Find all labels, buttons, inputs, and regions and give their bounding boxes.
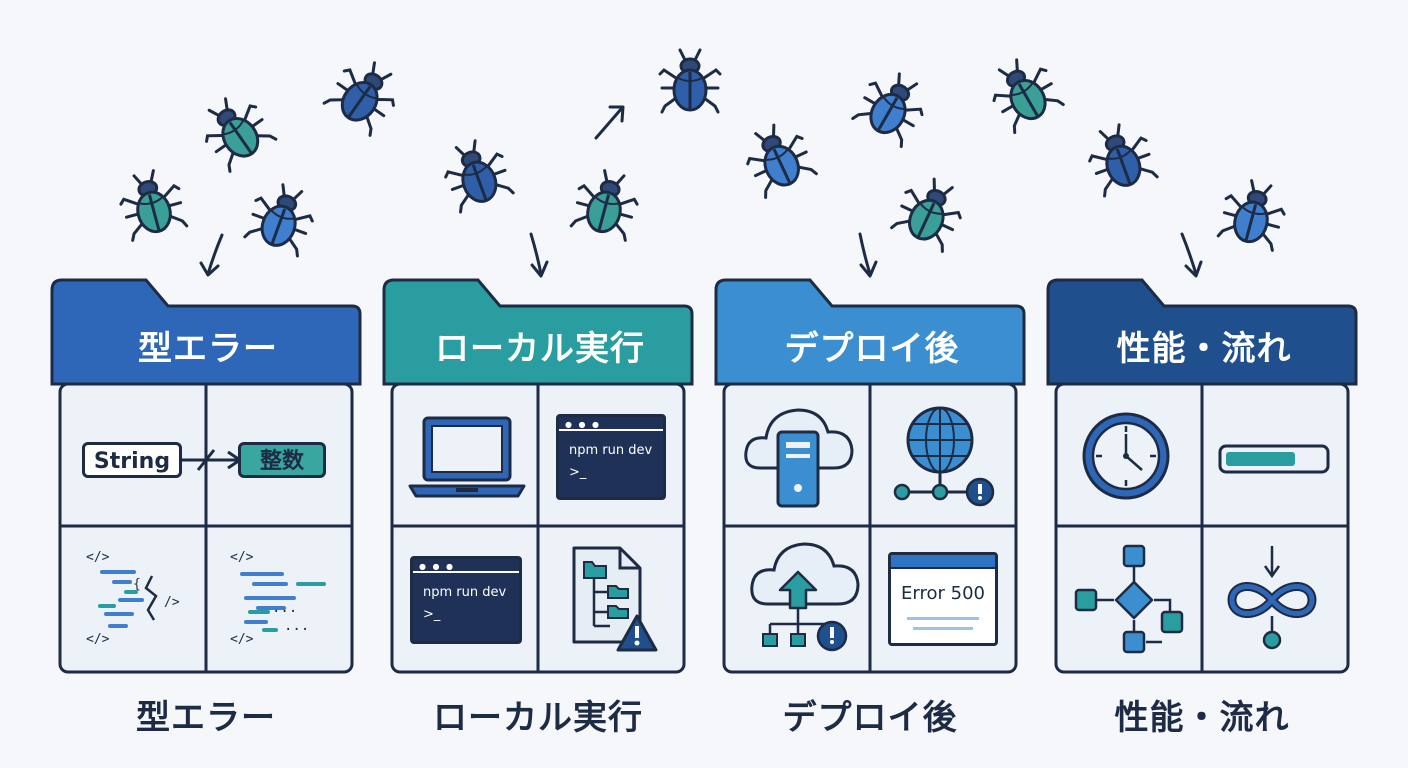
arrow-icon — [858, 232, 878, 278]
bug-icon — [191, 85, 279, 175]
globe-network-error-icon — [893, 406, 995, 507]
bug-icon — [1079, 116, 1161, 199]
arrow-icon — [199, 233, 224, 277]
arrow-icon — [594, 105, 625, 140]
caption-performance-flow: 性能・流れ — [1114, 698, 1290, 738]
folder-title-performance-flow: 性能・流れ — [1116, 329, 1292, 369]
code-tag: </> — [86, 550, 110, 565]
bug-icon — [980, 48, 1067, 136]
type-chip-integer: 整数 — [238, 442, 326, 478]
folder-title-local-run: ローカル実行 — [435, 329, 645, 369]
progress-bar-icon — [1218, 444, 1330, 474]
svg-text:/>: /> — [164, 595, 180, 610]
terminal-command: npm run dev — [569, 443, 653, 458]
caption-after-deploy: デプロイ後 — [782, 698, 958, 738]
file-tree-warning-icon — [572, 546, 658, 652]
bug-icon — [435, 132, 517, 215]
bug-icon — [658, 48, 722, 114]
folder-title-type-error: 型エラー — [138, 329, 278, 369]
bug-icon — [849, 62, 936, 150]
error-window-icon: Error 500 — [888, 552, 998, 646]
terminal-prompt: >_ — [423, 607, 441, 622]
code-tag: </> — [86, 632, 110, 647]
arrow-icon — [529, 232, 549, 278]
svg-text:{: { — [133, 577, 141, 592]
broken-code-icon: ... ... — [240, 572, 326, 634]
cloud-upload-error-icon — [750, 542, 860, 652]
svg-text:...: ... — [272, 600, 297, 616]
code-tag: </> — [230, 632, 254, 647]
terminal-prompt: >_ — [569, 465, 587, 480]
error-text: Error 500 — [901, 583, 985, 604]
code-glitch-icon: /> { — [98, 570, 180, 628]
infinite-loop-icon — [1227, 546, 1317, 650]
bug-icon — [736, 115, 820, 200]
laptop-icon — [408, 416, 526, 498]
bug-icon — [113, 163, 191, 243]
bugs — [113, 48, 1292, 259]
bug-icon — [241, 176, 323, 259]
terminal-icon: ● ● ● npm run dev >_ — [410, 556, 522, 644]
terminal-icon: ● ● ● npm run dev >_ — [556, 414, 666, 500]
caption-type-error: 型エラー — [136, 698, 276, 738]
bug-icon — [1214, 173, 1292, 253]
folder-title-after-deploy: デプロイ後 — [784, 329, 960, 369]
bug-icon — [567, 163, 645, 243]
type-chip-string: String — [82, 442, 182, 478]
caption-local-run: ローカル実行 — [433, 698, 643, 738]
cloud-server-icon — [744, 408, 854, 508]
arrow-icon — [1180, 232, 1203, 278]
code-tag: </> — [230, 550, 254, 565]
clock-icon — [1082, 412, 1170, 500]
svg-text:...: ... — [284, 618, 309, 634]
bug-icon — [888, 169, 972, 254]
bug-icon — [321, 49, 409, 139]
flowchart-icon — [1074, 544, 1184, 654]
terminal-command: npm run dev — [423, 585, 507, 600]
